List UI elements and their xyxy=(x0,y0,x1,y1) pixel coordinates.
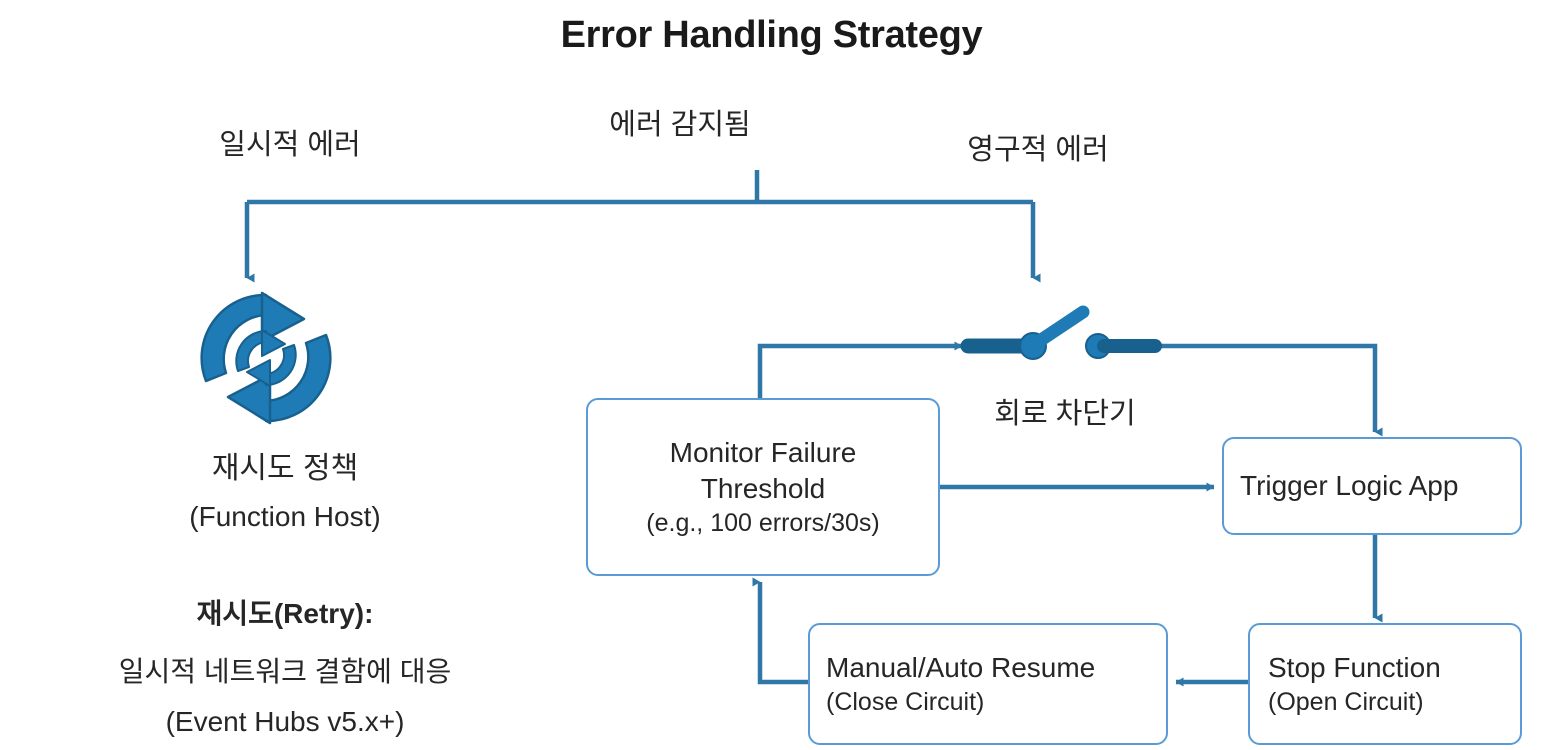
label-circuit-breaker: 회로 차단기 xyxy=(994,398,1136,430)
node-resume-line1: Manual/Auto Resume xyxy=(826,652,1096,684)
node-manual-auto-resume[interactable]: Manual/Auto Resume (Close Circuit) xyxy=(808,623,1168,745)
node-trigger-logic-app[interactable]: Trigger Logic App xyxy=(1222,437,1522,535)
node-stop-function[interactable]: Stop Function (Open Circuit) xyxy=(1248,623,1522,745)
node-monitor-line2: Threshold xyxy=(700,473,826,504)
retry-policy-subtitle: (Function Host) xyxy=(189,501,381,532)
circuit-breaker-switch-icon xyxy=(960,305,1162,360)
label-permanent-error: 영구적 에러 xyxy=(967,134,1109,166)
label-transient-error: 일시적 에러 xyxy=(219,129,361,161)
node-stop-line2: (Open Circuit) xyxy=(1268,687,1424,716)
retry-heading: 재시도(Retry): xyxy=(196,598,374,629)
node-monitor-line3: (e.g., 100 errors/30s) xyxy=(646,508,880,537)
retry-policy-title: 재시도 정책 xyxy=(211,452,359,485)
label-error-detected: 에러 감지됨 xyxy=(609,109,751,141)
retry-description: 일시적 네트워크 결함에 대응 xyxy=(118,656,452,687)
node-trigger-line1: Trigger Logic App xyxy=(1240,470,1459,502)
retry-note: (Event Hubs v5.x+) xyxy=(165,706,405,737)
node-monitor-line1: Monitor Failure xyxy=(669,437,857,469)
connector-resume-to-monitor xyxy=(752,577,808,685)
page-title: Error Handling Strategy xyxy=(560,14,983,56)
retry-refresh-icon xyxy=(186,283,346,433)
node-stop-line1: Stop Function xyxy=(1268,652,1441,684)
node-monitor-failure-threshold[interactable]: Monitor Failure Threshold (e.g., 100 err… xyxy=(586,398,940,576)
node-resume-line2: (Close Circuit) xyxy=(826,687,985,716)
